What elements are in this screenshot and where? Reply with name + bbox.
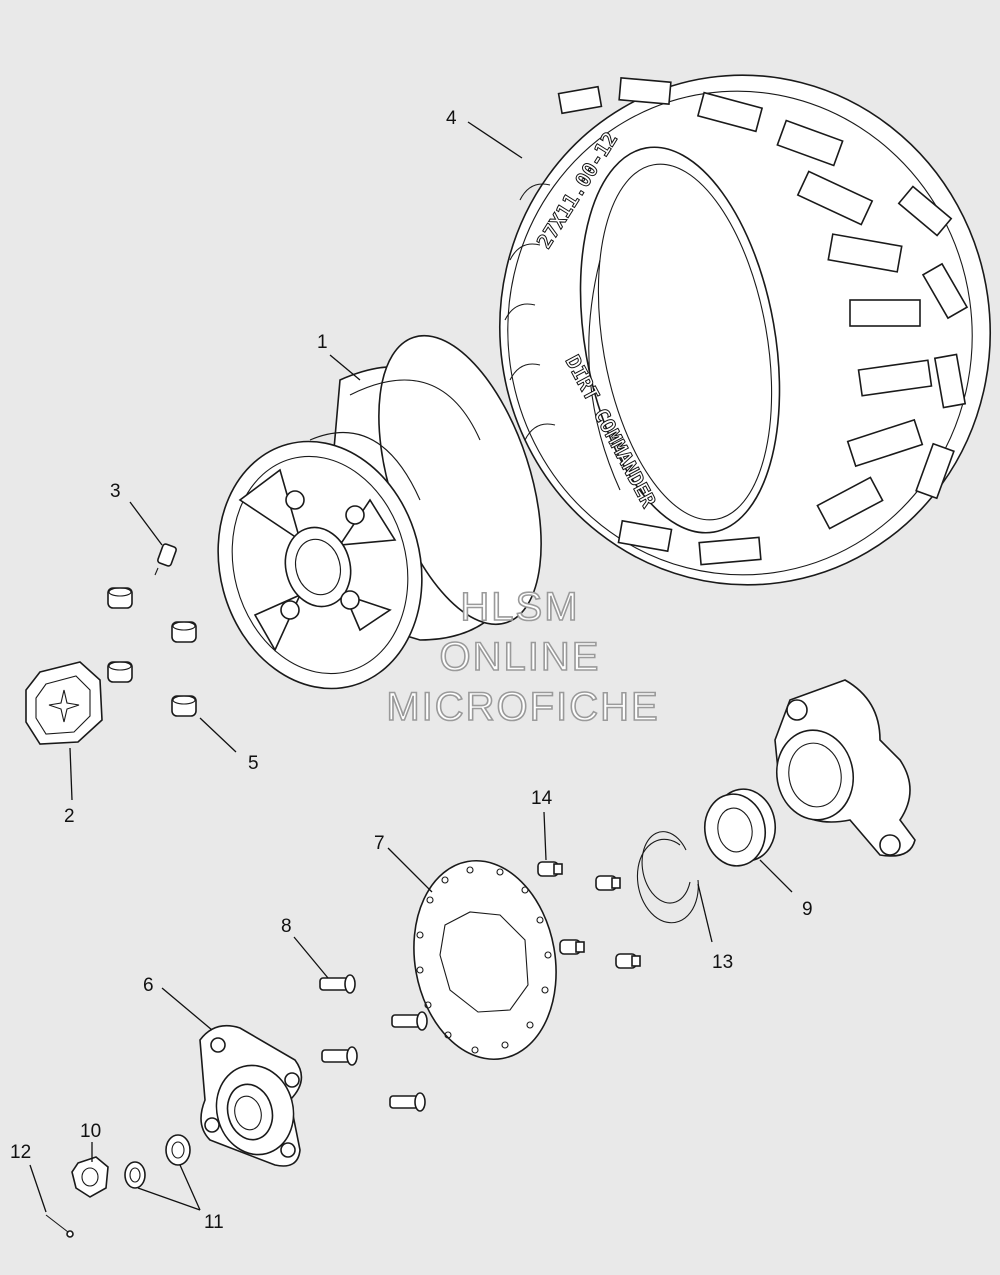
callout-11: 11: [204, 1212, 224, 1233]
cotter-pin[interactable]: [45, 1214, 74, 1238]
callout-1: 1: [317, 332, 328, 353]
disc-bolt[interactable]: [537, 861, 563, 877]
wheel-stud[interactable]: [319, 974, 356, 994]
watermark-line-2: ONLINE: [440, 635, 601, 679]
wheel-stud[interactable]: [321, 1046, 358, 1066]
wheel-stud[interactable]: [391, 1011, 428, 1031]
washers[interactable]: [124, 1134, 191, 1189]
callout-8: 8: [281, 916, 292, 937]
snap-ring[interactable]: [636, 831, 699, 924]
watermark-line-3: MICROFICHE: [386, 685, 659, 729]
callout-6: 6: [143, 975, 154, 996]
wheel-hub[interactable]: [199, 1024, 303, 1167]
wheel-bearing[interactable]: [699, 784, 781, 870]
disc-bolts[interactable]: [537, 861, 641, 969]
callout-12: 12: [10, 1142, 31, 1163]
wheel-knuckle[interactable]: [770, 679, 916, 857]
callout-numbers: 1 2 3 4 5 6 7 8 9 10 11 12 13 14: [10, 108, 813, 1233]
callout-14: 14: [531, 788, 553, 809]
washer[interactable]: [165, 1134, 191, 1166]
tire[interactable]: 27X11.00-12 DIRT COMMANDER: [467, 43, 1000, 616]
callout-2: 2: [64, 806, 75, 827]
callout-3: 3: [110, 481, 121, 502]
callout-7: 7: [374, 833, 385, 854]
lug-nuts[interactable]: [107, 587, 197, 717]
watermark-line-1: HLSM: [460, 585, 579, 629]
brake-disc[interactable]: [399, 849, 572, 1070]
washer[interactable]: [124, 1161, 146, 1189]
wheel-rim[interactable]: [191, 316, 573, 712]
disc-bolt[interactable]: [559, 939, 585, 955]
leader-lines: [29, 121, 793, 1213]
lug-nut[interactable]: [171, 695, 197, 717]
lug-nut[interactable]: [107, 661, 133, 683]
callout-4: 4: [446, 108, 457, 129]
lug-nut[interactable]: [171, 621, 197, 643]
callout-13: 13: [712, 952, 733, 973]
disc-bolt[interactable]: [595, 875, 621, 891]
valve-stem[interactable]: [154, 543, 177, 576]
callout-5: 5: [248, 753, 259, 774]
tire-tread: [504, 76, 969, 566]
lug-nut[interactable]: [107, 587, 133, 609]
wheel-stud[interactable]: [389, 1092, 426, 1112]
callout-9: 9: [802, 899, 813, 920]
callout-10: 10: [80, 1121, 101, 1142]
disc-bolt[interactable]: [615, 953, 641, 969]
wheel-studs[interactable]: [319, 974, 428, 1112]
watermark: HLSM ONLINE MICROFICHE: [386, 584, 659, 730]
center-cap[interactable]: [25, 661, 103, 745]
brake-disc-holes: [416, 866, 552, 1054]
castle-nut[interactable]: [71, 1156, 109, 1198]
